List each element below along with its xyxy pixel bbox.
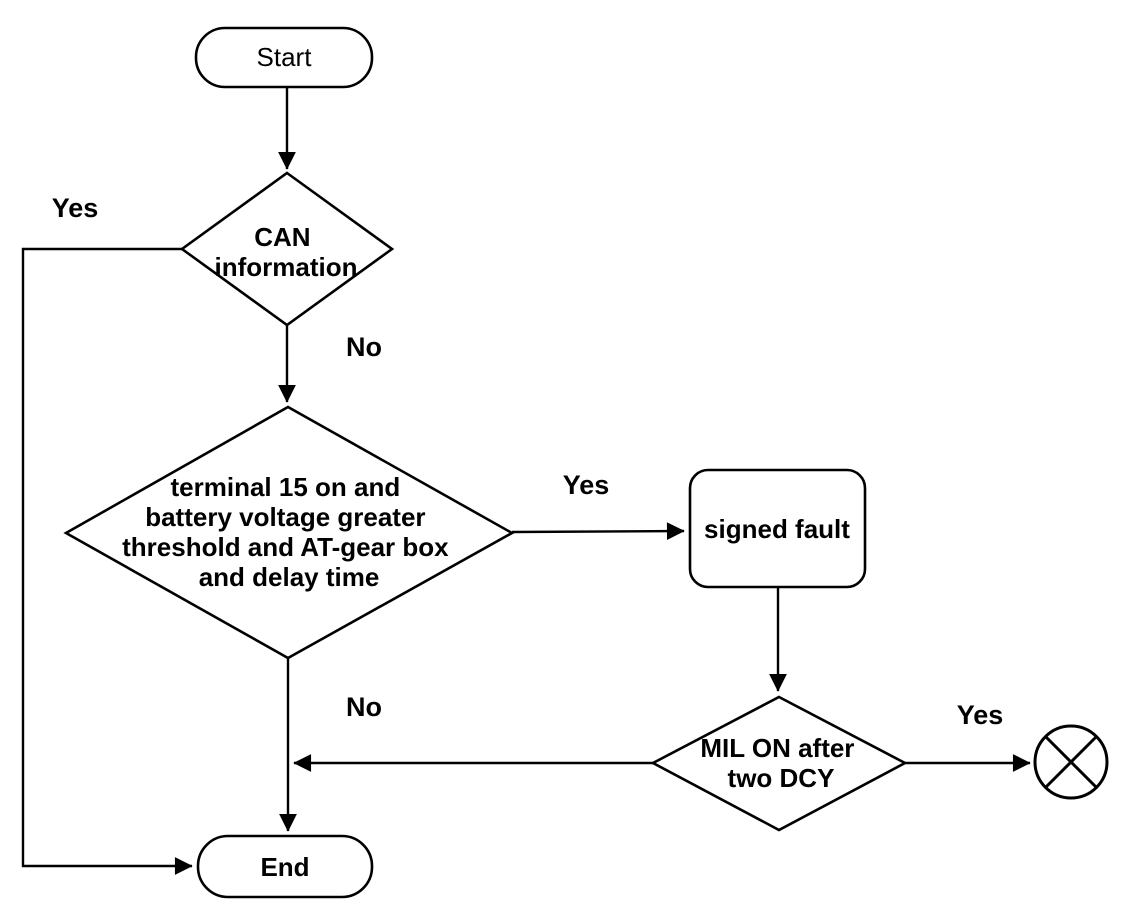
start-node [194,26,374,89]
edge-label-can-yes: Yes [52,193,99,223]
edge-label-terminal-no: No [346,692,382,722]
crossed-circle-connector [1033,724,1109,800]
edge-terminal-yes-to-signed-fault [511,522,685,540]
can-decision-label: CAN information [215,222,358,282]
can-decision-node [179,171,395,327]
edge-label-mil-yes: Yes [957,700,1004,730]
start-node-label: Start [257,42,313,72]
end-node-label: End [260,852,309,882]
terminal-decision-node [63,405,515,660]
edge-label-can-no: No [346,332,382,362]
mil-decision-label: MIL ON after two DCY [700,733,861,793]
edge-label-terminal-yes: Yes [563,470,610,500]
end-node [196,834,374,899]
mil-decision-node [650,695,908,832]
connector-circle [1033,724,1109,800]
signed-fault-label: signed fault [704,514,850,544]
connector-cross-line-2 [1044,735,1098,789]
signed-fault-node [688,468,867,589]
terminal-decision-label: terminal 15 on and battery voltage great… [122,472,456,592]
edge-can-yes-to-end [21,247,193,875]
